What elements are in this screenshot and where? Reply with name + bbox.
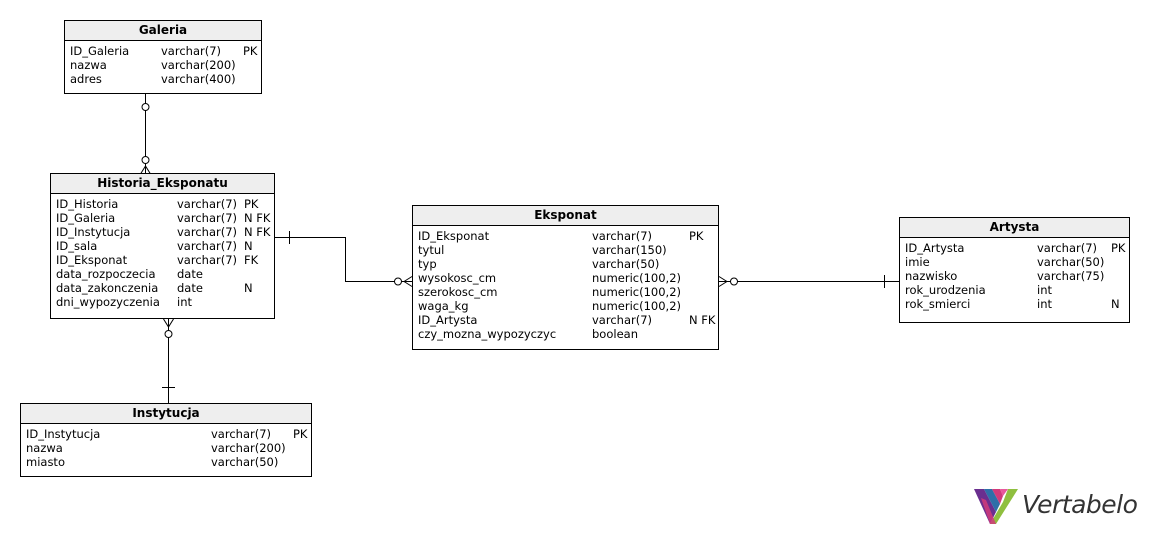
column-type: int (177, 295, 192, 309)
column-type: numeric(100,2) (592, 285, 681, 299)
column-type: date (177, 281, 203, 295)
column-name: imie (905, 255, 930, 269)
relationship-historia-eksponat (275, 231, 413, 287)
column-type: numeric(100,2) (592, 271, 681, 285)
column-type: varchar(7) (177, 253, 238, 267)
entity-eksponat[interactable]: Eksponat ID_Eksponat tytul typ wysokosc_… (412, 205, 719, 350)
column-name: adres (70, 72, 102, 86)
column-flags: PK (1111, 241, 1126, 255)
column-flags (689, 299, 715, 313)
column-type: boolean (592, 327, 638, 341)
column-flags (1111, 255, 1125, 269)
vertabelo-logo: Vertabelo (972, 486, 1142, 528)
column-type: varchar(7) (1037, 241, 1098, 255)
column-type: int (1037, 297, 1052, 311)
vertabelo-logo-text: Vertabelo (1022, 490, 1138, 519)
column-name: ID_Historia (56, 197, 119, 211)
relationship-galeria-historia (140, 94, 151, 175)
column-name: rok_smierci (905, 297, 971, 311)
entity-title: Artysta (900, 218, 1129, 238)
column-flags (689, 257, 715, 271)
column-flags (243, 58, 257, 72)
column-flags (689, 243, 715, 257)
column-type: varchar(400) (161, 72, 236, 86)
column-name: tytul (418, 243, 445, 257)
column-name: data_zakonczenia (56, 281, 159, 295)
column-name: rok_urodzenia (905, 283, 986, 297)
column-name: data_rozpoczecia (56, 267, 156, 281)
column-flags (689, 285, 715, 299)
column-name: ID_Instytucja (56, 225, 131, 239)
column-flags (1111, 283, 1125, 297)
column-flags: N (244, 281, 253, 295)
column-type: varchar(150) (592, 243, 667, 257)
column-type: varchar(7) (177, 197, 238, 211)
entity-title: Historia_Eksponatu (51, 174, 274, 194)
column-type: varchar(7) (177, 239, 238, 253)
column-flags: N (244, 239, 253, 253)
column-type: int (1037, 283, 1052, 297)
column-type: varchar(50) (592, 257, 660, 271)
column-name: typ (418, 257, 437, 271)
column-flags: PK (293, 427, 308, 441)
column-flags (293, 441, 307, 455)
column-type: varchar(200) (211, 441, 286, 455)
column-name: waga_kg (418, 299, 469, 313)
column-type: varchar(7) (211, 427, 272, 441)
entity-galeria[interactable]: Galeria ID_Galeria nazwa adres varchar(7… (64, 20, 262, 94)
column-flags: N FK (244, 225, 271, 239)
column-type: varchar(7) (592, 313, 653, 327)
column-flags (293, 455, 307, 469)
column-flags (244, 295, 270, 309)
column-name: ID_Galeria (56, 211, 116, 225)
column-name: wysokosc_cm (418, 271, 497, 285)
column-name: nazwa (70, 58, 107, 72)
column-name: szerokosc_cm (418, 285, 498, 299)
column-type: varchar(50) (211, 455, 279, 469)
vertabelo-logo-mark-icon (974, 489, 1018, 524)
relationship-historia-instytucja (162, 318, 175, 403)
column-flags: PK (243, 44, 258, 58)
entity-title: Galeria (65, 21, 261, 41)
column-flags (1111, 269, 1125, 283)
column-type: varchar(200) (161, 58, 236, 72)
column-name: nazwisko (905, 269, 958, 283)
column-name: czy_mozna_wypozyczyc (418, 327, 557, 341)
column-type: date (177, 267, 203, 281)
entity-artysta[interactable]: Artysta ID_Artysta imie nazwisko rok_uro… (899, 217, 1130, 323)
column-flags (244, 267, 270, 281)
column-type: varchar(7) (177, 211, 238, 225)
column-name: nazwa (26, 441, 63, 455)
column-type: varchar(50) (1037, 255, 1105, 269)
column-flags: FK (244, 253, 259, 267)
column-name: ID_Galeria (70, 44, 130, 58)
column-flags: PK (689, 229, 704, 243)
column-flags (689, 271, 715, 285)
column-flags: PK (244, 197, 259, 211)
column-name: miasto (26, 455, 65, 469)
column-flags: N FK (244, 211, 271, 225)
column-name: ID_Instytucja (26, 427, 101, 441)
column-name: dni_wypozyczenia (56, 295, 160, 309)
entity-title: Instytucja (21, 404, 311, 424)
entity-historia-eksponatu[interactable]: Historia_Eksponatu ID_Historia ID_Galeri… (50, 173, 275, 319)
column-flags (689, 327, 715, 341)
column-type: varchar(7) (177, 225, 238, 239)
column-type: varchar(75) (1037, 269, 1105, 283)
column-type: numeric(100,2) (592, 299, 681, 313)
entity-title: Eksponat (413, 206, 718, 226)
entity-instytucja[interactable]: Instytucja ID_Instytucja nazwa miasto va… (20, 403, 312, 477)
column-name: ID_Artysta (418, 313, 478, 327)
column-type: varchar(7) (161, 44, 222, 58)
column-name: ID_Eksponat (56, 253, 128, 267)
column-flags: N FK (689, 313, 716, 327)
column-type: varchar(7) (592, 229, 653, 243)
column-flags: N (1111, 297, 1120, 311)
column-name: ID_sala (56, 239, 98, 253)
relationship-eksponat-artysta (718, 275, 899, 288)
column-name: ID_Artysta (905, 241, 965, 255)
column-name: ID_Eksponat (418, 229, 490, 243)
column-flags (243, 72, 257, 86)
